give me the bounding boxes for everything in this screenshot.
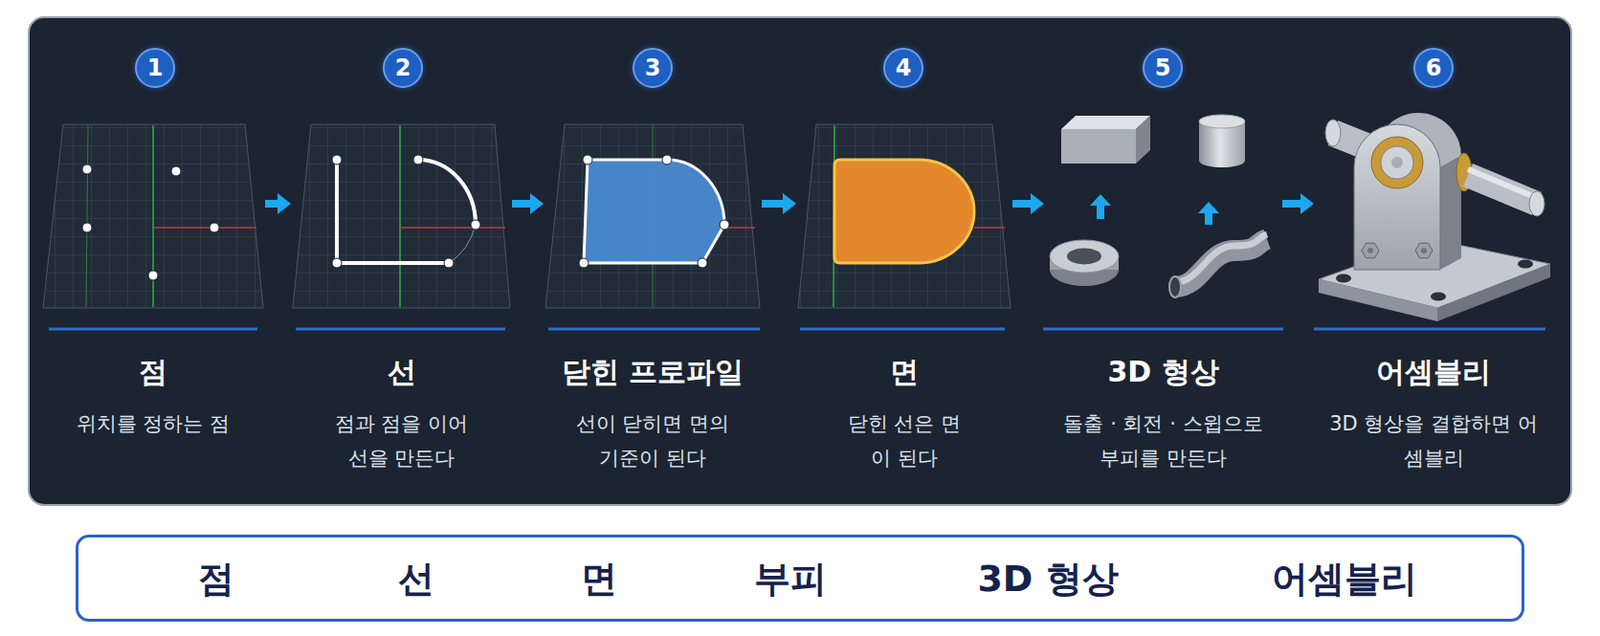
step-number-circle: 2 bbox=[382, 47, 423, 89]
flow-term: 점 bbox=[198, 557, 235, 600]
term-slot: 3D 형상 bbox=[977, 537, 1118, 620]
step-number-circle: 4 bbox=[883, 47, 924, 89]
term-slot: 부피 bbox=[754, 537, 827, 620]
term-slot: 면 bbox=[580, 537, 618, 620]
flow-arrow bbox=[511, 193, 544, 215]
step-card: 면닫힌 선은 면이 된다 bbox=[798, 124, 1011, 476]
flow-arrow bbox=[265, 193, 291, 215]
flow-term: 어셈블리 bbox=[1271, 557, 1418, 600]
step-card: 닫힌 프로파일선이 닫히면 면의 기준이 된다 bbox=[545, 124, 760, 476]
step-number: 2 bbox=[395, 54, 412, 82]
flow-arrow bbox=[1012, 193, 1045, 215]
flow-term: 3D 형상 bbox=[977, 557, 1118, 600]
step-description: 3D 형상을 결합하면 어셈블리 bbox=[1326, 406, 1542, 476]
step-card: 선점과 점을 이어 선을 만든다 bbox=[292, 124, 511, 476]
points-illustration bbox=[43, 124, 264, 309]
step-number-circle: 6 bbox=[1413, 47, 1454, 89]
face-illustration bbox=[798, 124, 1011, 309]
summary-box: 점 선 면 부피 3D 형상 어셈블리 bbox=[75, 534, 1525, 623]
column-underline bbox=[48, 328, 1546, 332]
solids-illustration bbox=[1049, 114, 1267, 298]
step-description: 선이 닫히면 면의 기준이 된다 bbox=[574, 406, 733, 476]
term-slot: 어셈블리 bbox=[1271, 537, 1418, 620]
dark-panel bbox=[28, 17, 1572, 506]
flow-term: 선 bbox=[398, 557, 435, 600]
step-title: 3D 형상 bbox=[1045, 354, 1281, 391]
step-number-circle: 3 bbox=[632, 47, 673, 89]
term-slot: 점 bbox=[198, 537, 235, 620]
step-number-circle: 5 bbox=[1142, 47, 1183, 89]
step-number-circle: 1 bbox=[134, 47, 176, 89]
flow-arrow bbox=[1282, 193, 1314, 215]
step-number: 1 bbox=[147, 54, 164, 82]
step-card: 3D 형상돌출 · 회전 · 스윕으로 부피를 만든다 bbox=[1045, 124, 1281, 476]
step-card: 점위치를 정하는 점 bbox=[43, 124, 264, 469]
step-title: 점 bbox=[43, 354, 264, 391]
profile-illustration bbox=[545, 124, 760, 309]
step-title: 닫힌 프로파일 bbox=[545, 354, 760, 391]
step-number: 5 bbox=[1155, 54, 1172, 82]
step-description: 점과 점을 이어 선을 만든다 bbox=[322, 406, 481, 476]
step-title: 면 bbox=[798, 354, 1011, 391]
step-description: 닫힌 선은 면이 된다 bbox=[844, 406, 965, 476]
step-number: 6 bbox=[1425, 54, 1443, 82]
flow-term: 부피 bbox=[754, 557, 827, 600]
step-card: 어셈블리 3D 형상을 결합하면 어셈블리 bbox=[1315, 124, 1552, 476]
flow-term: 면 bbox=[580, 557, 618, 600]
step-number: 4 bbox=[895, 54, 912, 82]
step-title: 선 bbox=[292, 354, 511, 391]
step-description: 위치를 정하는 점 bbox=[47, 406, 259, 442]
step-number: 3 bbox=[644, 54, 662, 82]
lines-illustration bbox=[292, 124, 511, 309]
assembly-illustration bbox=[1318, 112, 1551, 322]
term-slot: 선 bbox=[398, 537, 435, 620]
step-title: 어셈블리 bbox=[1315, 354, 1552, 391]
step-description: 돌출 · 회전 · 스윕으로 부피를 만든다 bbox=[1050, 406, 1276, 476]
flow-arrow bbox=[761, 193, 797, 215]
